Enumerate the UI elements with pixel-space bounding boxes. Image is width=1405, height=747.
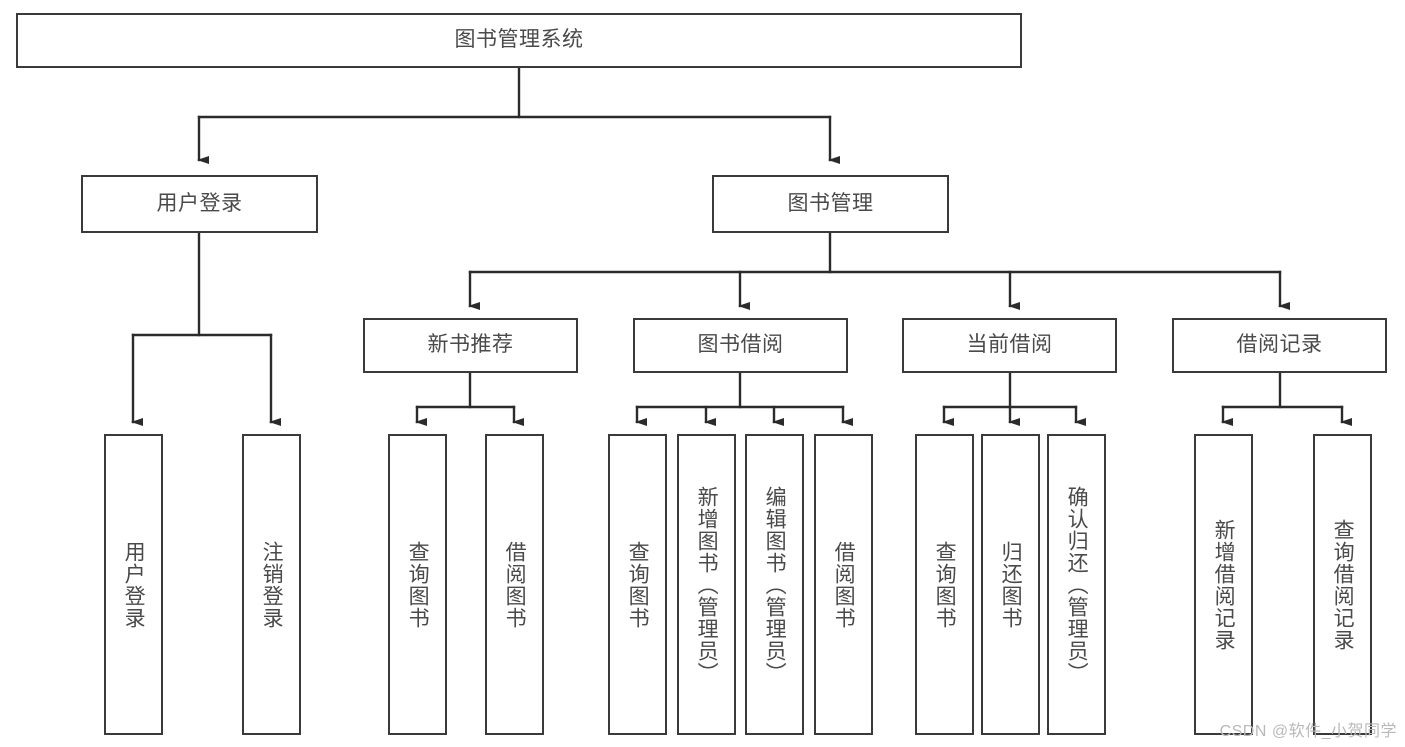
node-leaf-edit-book-admin-label: 编辑图书（管理员）: [763, 485, 787, 684]
node-book-management[interactable]: 图书管理: [712, 175, 949, 233]
node-leaf-logout[interactable]: 注销登录: [242, 434, 301, 735]
node-user-login[interactable]: 用户登录: [81, 175, 318, 233]
node-leaf-query-book-recommend-label: 查询图书: [406, 540, 430, 629]
node-leaf-edit-book-admin[interactable]: 编辑图书（管理员）: [745, 434, 804, 735]
node-leaf-query-book-current-label: 查询图书: [933, 540, 957, 629]
node-leaf-add-book-admin[interactable]: 新增图书（管理员）: [677, 434, 736, 735]
node-borrow-record[interactable]: 借阅记录: [1172, 318, 1387, 373]
node-new-book-recommend-label: 新书推荐: [427, 333, 514, 357]
node-book-management-label: 图书管理: [787, 191, 874, 215]
node-root-system-label: 图书管理系统: [454, 28, 584, 52]
node-user-login-label: 用户登录: [156, 191, 243, 215]
node-leaf-query-borrow-record-label: 查询借阅记录: [1331, 518, 1355, 651]
node-book-borrow-label: 图书借阅: [697, 333, 784, 357]
node-new-book-recommend[interactable]: 新书推荐: [363, 318, 578, 373]
node-leaf-query-book-borrow[interactable]: 查询图书: [608, 434, 667, 735]
csdn-watermark: CSDN @软件_小贺同学: [1219, 723, 1397, 740]
node-leaf-query-book-recommend[interactable]: 查询图书: [388, 434, 447, 735]
node-current-borrow[interactable]: 当前借阅: [902, 318, 1117, 373]
node-leaf-confirm-return-admin[interactable]: 确认归还（管理员）: [1047, 434, 1106, 735]
node-leaf-add-book-admin-label: 新增图书（管理员）: [695, 485, 719, 684]
node-leaf-query-book-current[interactable]: 查询图书: [915, 434, 974, 735]
node-leaf-return-book-label: 归还图书: [999, 540, 1023, 629]
node-leaf-borrow-book[interactable]: 借阅图书: [814, 434, 873, 735]
node-leaf-query-book-borrow-label: 查询图书: [626, 540, 650, 629]
node-leaf-borrow-book-label: 借阅图书: [832, 540, 856, 629]
node-leaf-logout-label: 注销登录: [260, 540, 284, 629]
node-borrow-record-label: 借阅记录: [1236, 333, 1323, 357]
node-root-system[interactable]: 图书管理系统: [16, 13, 1022, 68]
node-book-borrow[interactable]: 图书借阅: [633, 318, 848, 373]
node-leaf-confirm-return-admin-label: 确认归还（管理员）: [1065, 485, 1089, 684]
node-leaf-add-borrow-record-label: 新增借阅记录: [1212, 518, 1236, 651]
node-leaf-user-login[interactable]: 用户登录: [104, 434, 163, 735]
node-leaf-add-borrow-record[interactable]: 新增借阅记录: [1194, 434, 1253, 735]
node-current-borrow-label: 当前借阅: [966, 333, 1053, 357]
node-leaf-query-borrow-record[interactable]: 查询借阅记录: [1313, 434, 1372, 735]
node-leaf-borrow-book-recommend[interactable]: 借阅图书: [485, 434, 544, 735]
node-leaf-user-login-label: 用户登录: [122, 540, 146, 629]
node-leaf-borrow-book-recommend-label: 借阅图书: [503, 540, 527, 629]
node-leaf-return-book[interactable]: 归还图书: [981, 434, 1040, 735]
